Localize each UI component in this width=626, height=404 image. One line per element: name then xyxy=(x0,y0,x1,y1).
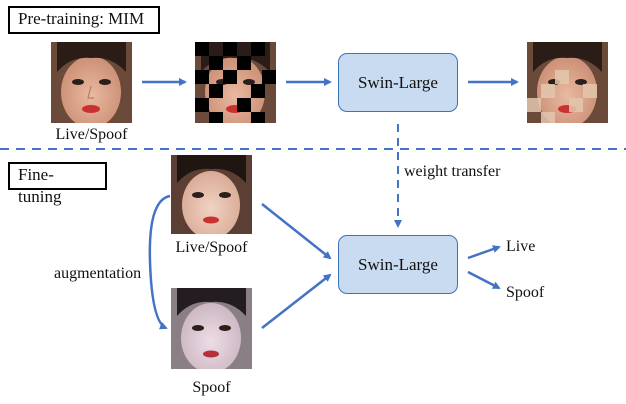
pretrain-model-box: Swin-Large xyxy=(338,53,458,112)
finetune-model-box: Swin-Large xyxy=(338,235,458,294)
arrow-spoof-to-model xyxy=(261,273,332,329)
finetune-live-spoof-caption: Live/Spoof xyxy=(175,239,248,256)
weight-transfer-label: weight transfer xyxy=(404,163,501,180)
augmentation-arrow xyxy=(148,194,171,330)
finetune-live-spoof-face-image xyxy=(171,155,252,234)
arrow-model-to-live xyxy=(467,245,501,260)
reconstructed-face-image xyxy=(527,42,608,123)
arrow-live-spoof-to-model xyxy=(261,203,332,260)
augmentation-label: augmentation xyxy=(54,265,142,282)
output-live-label: Live xyxy=(506,238,536,255)
finetune-spoof-face-image xyxy=(171,288,252,369)
pretraining-section-label: Pre-training: MIM xyxy=(8,6,160,34)
finetuning-section-label: Fine-tuning xyxy=(8,162,107,206)
pretrain-input-face-image xyxy=(51,42,132,123)
arrow-model-to-spoof xyxy=(467,270,501,290)
masked-face-image xyxy=(195,42,276,123)
finetune-spoof-caption: Spoof xyxy=(192,379,231,396)
output-spoof-label: Spoof xyxy=(506,284,545,301)
pretrain-input-caption: Live/Spoof xyxy=(55,126,128,143)
